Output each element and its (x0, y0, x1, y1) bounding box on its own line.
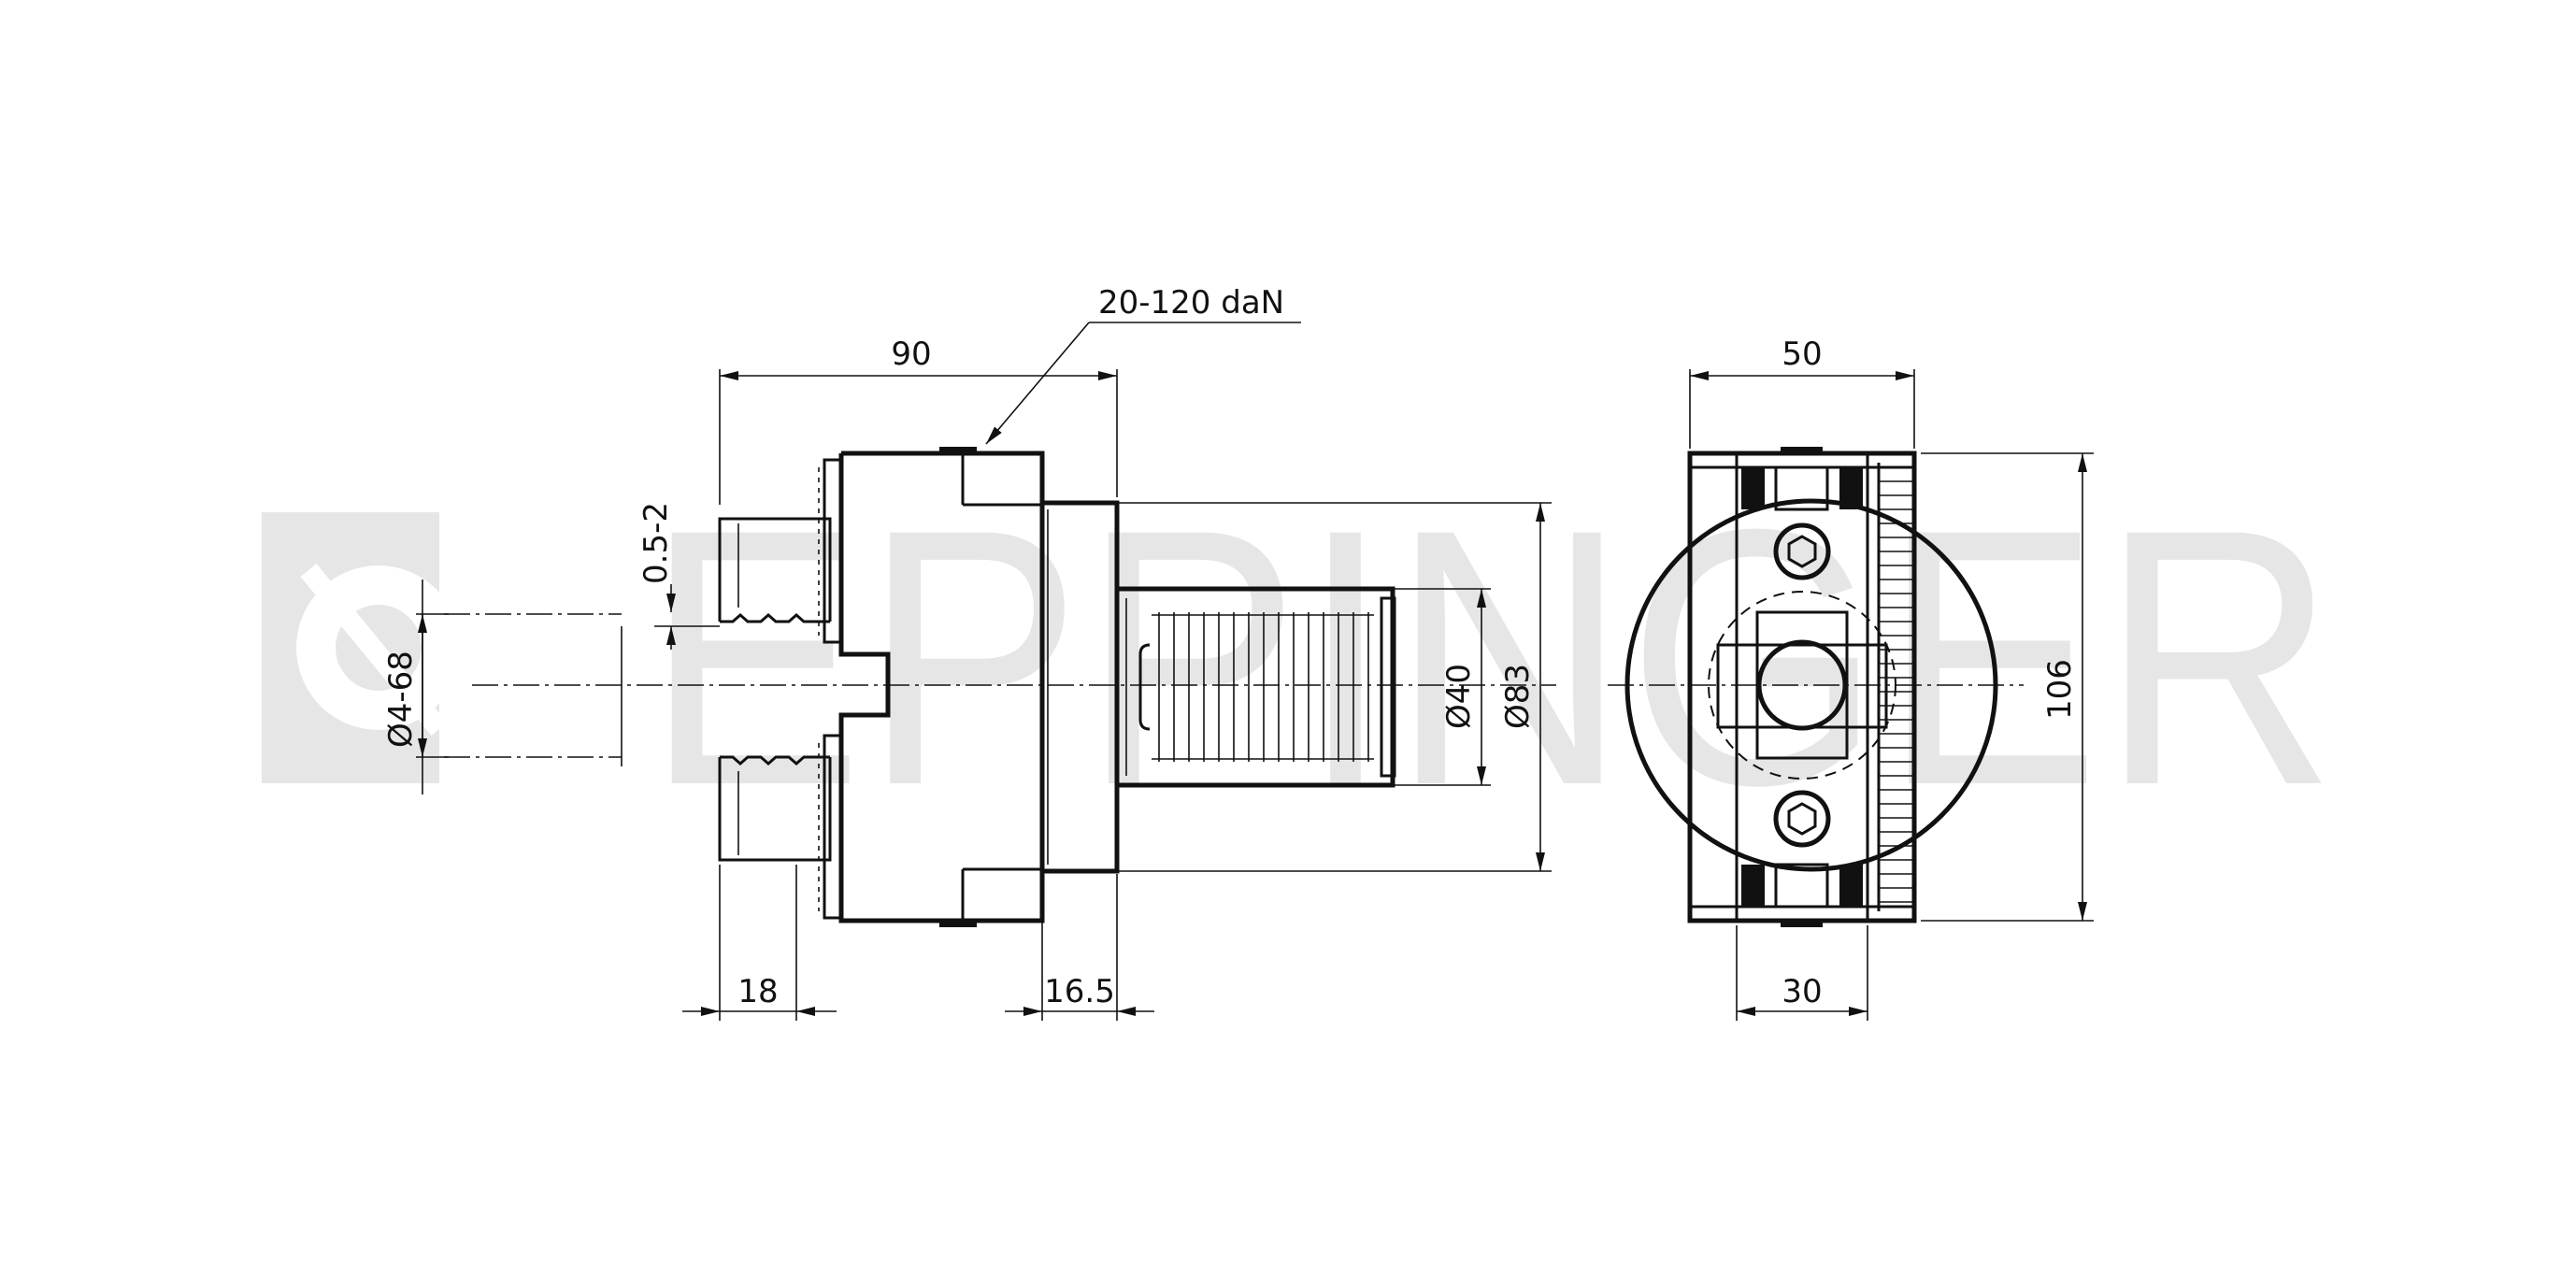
dim-text-force: 20-120 daN (1098, 284, 1284, 322)
serrated-edge (1877, 463, 1914, 911)
dimension-50: 50 (1689, 336, 1915, 449)
upper-jaw (718, 517, 832, 623)
dim-text-30: 30 (1782, 973, 1822, 1010)
dimension-18: 18 (682, 865, 837, 1021)
dim-text-shank-dia: Ø40 (1440, 664, 1478, 729)
dimension-shank-dia: Ø40 (1395, 588, 1491, 786)
screw-top-icon (1773, 522, 1831, 580)
dim-text-106: 106 (2041, 659, 2079, 720)
front-view: 50 106 30 (1608, 336, 2094, 1021)
dim-text-50: 50 (1782, 336, 1822, 373)
lower-jaw (718, 755, 832, 862)
dim-text-18: 18 (737, 973, 778, 1010)
dim-text-flange-dia: Ø83 (1499, 664, 1537, 729)
dim-text-clamp-range: Ø4-68 (382, 651, 420, 748)
dimension-90: 90 (719, 336, 1118, 505)
dim-text-jaw-stroke: 0.5-2 (637, 502, 675, 584)
dimension-force: 20-120 daN (985, 284, 1301, 445)
dimension-jaw-stroke: 0.5-2 (637, 502, 720, 650)
dim-text-16-5: 16.5 (1044, 973, 1115, 1010)
shank (1114, 586, 1396, 788)
watermark-text: EPPINGER (645, 453, 2337, 861)
shank-thread (1152, 612, 1374, 762)
jaw-slots (1741, 465, 1863, 909)
screw-bottom-icon (1773, 790, 1831, 848)
dimension-flange-dia: Ø83 (1117, 502, 1552, 872)
dimension-clamp-range: Ø4-68 (382, 580, 449, 794)
dimension-30: 30 (1736, 925, 1868, 1021)
eppinger-logo-icon (262, 512, 461, 783)
center-bore (1708, 591, 1896, 780)
eppinger-watermark: EPPINGER (262, 453, 2337, 861)
dim-text-90: 90 (891, 336, 931, 373)
side-view: 90 20-120 daN 0.5-2 Ø4-68 (382, 284, 1556, 1021)
dimension-106: 106 (1921, 452, 2094, 922)
flange-circle (1624, 498, 1998, 872)
dimension-16-5: 16.5 (1005, 874, 1154, 1021)
